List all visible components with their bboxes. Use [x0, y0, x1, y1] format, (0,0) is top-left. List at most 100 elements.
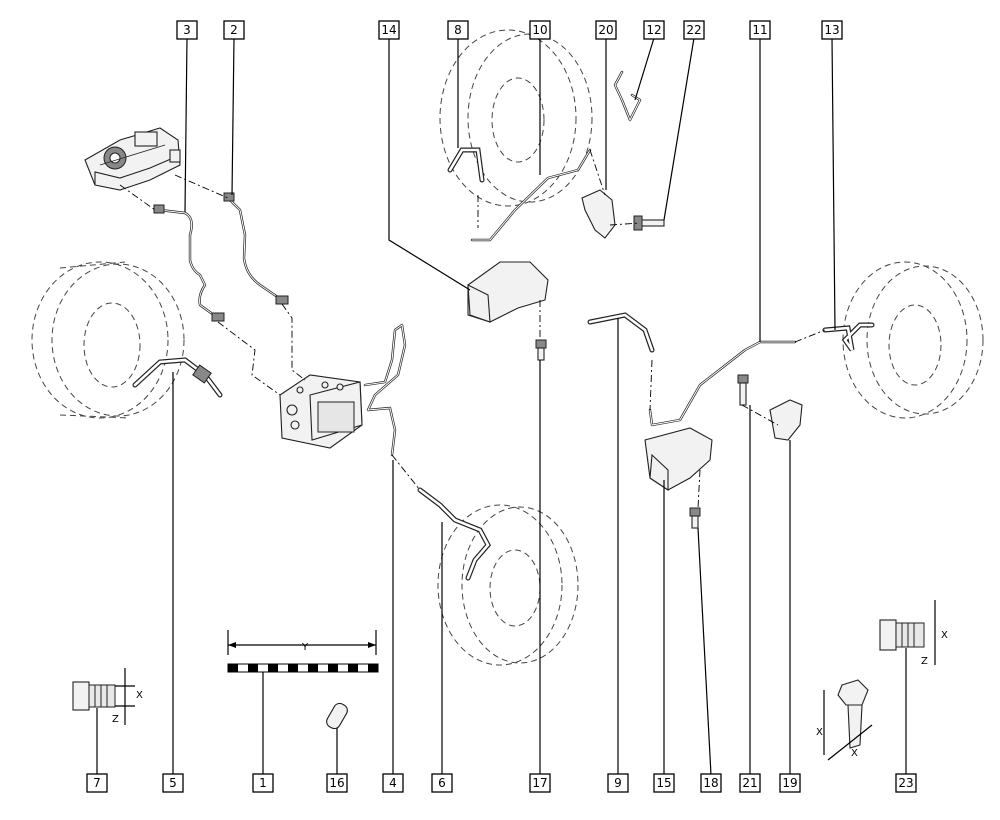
callout-box: [643, 20, 665, 40]
strip-1: [227, 630, 379, 673]
master-cylinder: [84, 127, 181, 191]
bolt-17: [535, 339, 547, 361]
callout-number: 22: [686, 23, 701, 37]
callout-number: 6: [438, 776, 446, 790]
callout-box: [378, 20, 400, 40]
wheel-rear-left: [439, 29, 593, 207]
callout-box: [447, 20, 469, 40]
wheel-rear-right: [437, 504, 579, 666]
pipe-10: [470, 148, 592, 242]
abs-hydraulic-unit: [279, 374, 363, 449]
dim-y-label: Y: [301, 642, 309, 653]
union-7: [72, 668, 135, 725]
callout-20: 20: [595, 20, 617, 40]
callout-box: [779, 773, 801, 793]
callout-23: 23: [895, 773, 917, 793]
callout-7: 7: [86, 773, 108, 793]
bleed-bolt: [823, 679, 873, 761]
hose-8: [447, 147, 485, 183]
callout-12: 12: [643, 20, 665, 40]
hose-13: [822, 322, 875, 352]
callout-box: [749, 20, 771, 40]
bracket-19: [769, 399, 803, 441]
bracket-20: [581, 189, 616, 239]
callout-1: 1: [252, 773, 274, 793]
callout-19: 19: [779, 773, 801, 793]
callout-number: 9: [614, 776, 622, 790]
callout-box: [529, 773, 551, 793]
callout-8: 8: [447, 20, 469, 40]
callout-number: 18: [703, 776, 718, 790]
callout-box: [739, 773, 761, 793]
pipe-2: [223, 192, 289, 305]
callout-box: [821, 20, 843, 40]
bolt-18: [689, 507, 701, 529]
callout-box: [162, 773, 184, 793]
bracket-15: [644, 427, 713, 492]
callout-number: 21: [742, 776, 757, 790]
callout-number: 8: [454, 23, 462, 37]
callout-number: 4: [389, 776, 397, 790]
callout-number: 19: [782, 776, 797, 790]
callout-number: 11: [752, 23, 767, 37]
callout-3: 3: [176, 20, 198, 40]
pipe-4: [363, 323, 407, 457]
callout-box: [382, 773, 404, 793]
pipe-3: [153, 204, 225, 322]
wheel-front-left: [31, 261, 185, 419]
dim-x-label-bolt-a: X: [816, 727, 823, 738]
dim-x-label-bolt-b: X: [851, 748, 858, 759]
callout-number: 12: [646, 23, 661, 37]
callout-box: [653, 773, 675, 793]
callout-box: [252, 773, 274, 793]
hose-6: [417, 487, 492, 581]
callout-number: 15: [656, 776, 671, 790]
callout-number: 14: [381, 23, 396, 37]
dim-z-label-7: Z: [112, 714, 119, 725]
callout-number: 3: [183, 23, 191, 37]
callout-box: [431, 773, 453, 793]
callout-number: 10: [532, 23, 547, 37]
callout-number: 13: [824, 23, 839, 37]
callout-13: 13: [821, 20, 843, 40]
callout-number: 7: [93, 776, 101, 790]
callout-box: [595, 20, 617, 40]
callout-number: 2: [230, 23, 238, 37]
callout-box: [176, 20, 198, 40]
bolt-22: [633, 215, 665, 231]
callout-box: [326, 773, 348, 793]
callout-box: [683, 20, 705, 40]
callout-box: [86, 773, 108, 793]
callout-15: 15: [653, 773, 675, 793]
hose-9: [587, 312, 655, 353]
union-23: [879, 600, 936, 665]
callout-box: [607, 773, 629, 793]
callout-4: 4: [382, 773, 404, 793]
callout-number: 5: [169, 776, 177, 790]
bracket-14: [467, 261, 549, 323]
callout-5: 5: [162, 773, 184, 793]
callout-box: [895, 773, 917, 793]
callout-box: [529, 20, 551, 40]
sleeve-16: [326, 702, 348, 730]
callout-21: 21: [739, 773, 761, 793]
callout-10: 10: [529, 20, 551, 40]
callout-11: 11: [749, 20, 771, 40]
callout-box: [223, 20, 245, 40]
pipe-12: [613, 70, 642, 122]
bolt-21: [737, 374, 749, 406]
callout-2: 2: [223, 20, 245, 40]
callout-box: [700, 773, 722, 793]
callout-number: 20: [598, 23, 613, 37]
callout-number: 1: [259, 776, 267, 790]
wheel-front-right: [842, 261, 984, 419]
leader-lines: [96, 37, 907, 776]
callout-9: 9: [607, 773, 629, 793]
callout-6: 6: [431, 773, 453, 793]
callout-number: 17: [532, 776, 547, 790]
callout-17: 17: [529, 773, 551, 793]
dim-x-label-23: X: [941, 630, 948, 641]
callout-18: 18: [700, 773, 722, 793]
